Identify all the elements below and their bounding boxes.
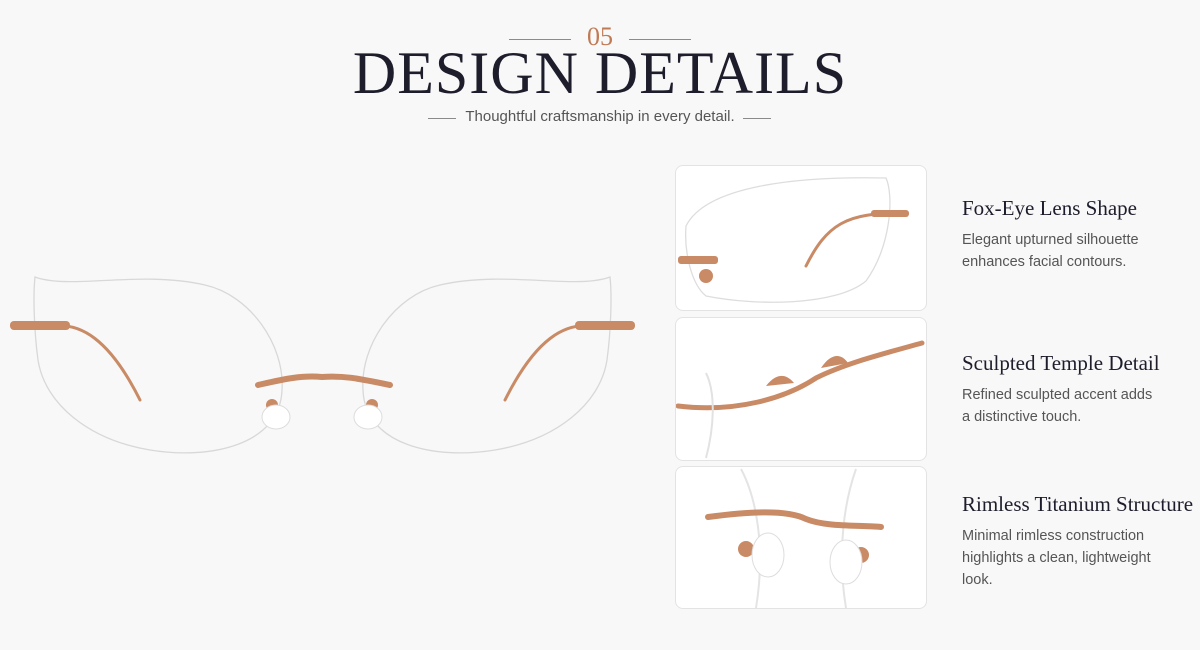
feature-rimless-structure: Rimless Titanium Structure Minimal rimle… [962,492,1194,591]
feature-title: Sculpted Temple Detail [962,351,1160,375]
page-subtitle: Thoughtful craftsmanship in every detail… [465,108,735,125]
lens-detail-image [678,177,909,303]
feature-title: Rimless Titanium Structure [962,492,1194,516]
right-nose-pad [353,404,383,430]
feature-description: Elegant upturned silhouette enhances fac… [962,229,1192,273]
subtitle-rule-left [428,118,456,119]
subtitle-row: Thoughtful craftsmanship in every detail… [0,106,1200,130]
feature-desc-line: Minimal rimless construction [962,528,1145,544]
feature-title: Fox-Eye Lens Shape [962,196,1137,220]
temple-detail-image [676,340,925,459]
decorative-rule-left [509,39,571,40]
left-nose-pad [261,404,291,430]
feature-desc-line: enhances facial contours. [962,254,1127,270]
bridge [255,373,393,388]
glasses-hero-image [10,276,635,454]
decorative-rule-right [629,39,691,40]
feature-desc-line: a distinctive touch. [962,409,1082,425]
page-title: DESIGN DETAILS [352,40,848,106]
feature-temple-detail: Sculpted Temple Detail Refined sculpted … [962,351,1192,428]
feature-desc-line: highlights a clean, lightweight [962,550,1151,566]
detail-panel-lens [675,165,927,311]
subtitle-rule-right [743,118,771,119]
feature-desc-line: look. [962,572,993,588]
right-lens [362,276,612,454]
feature-desc-line: Elegant upturned silhouette [962,232,1139,248]
left-lens [33,276,283,454]
section-number: 05 [587,22,613,51]
bridge-detail-image [705,468,884,608]
feature-description: Refined sculpted accent adds a distincti… [962,384,1192,428]
feature-description: Minimal rimless construction highlights … [962,525,1192,591]
right-hinge [575,321,635,330]
feature-lens-shape: Fox-Eye Lens Shape Elegant upturned silh… [962,196,1192,273]
detail-panel-temple [675,317,927,461]
left-hinge [10,321,70,330]
right-temple-arm [503,324,599,402]
left-temple-arm [46,324,142,402]
feature-desc-line: Refined sculpted accent adds [962,387,1153,403]
section-number-row: 05 [0,12,1200,51]
detail-panel-bridge [675,466,927,609]
